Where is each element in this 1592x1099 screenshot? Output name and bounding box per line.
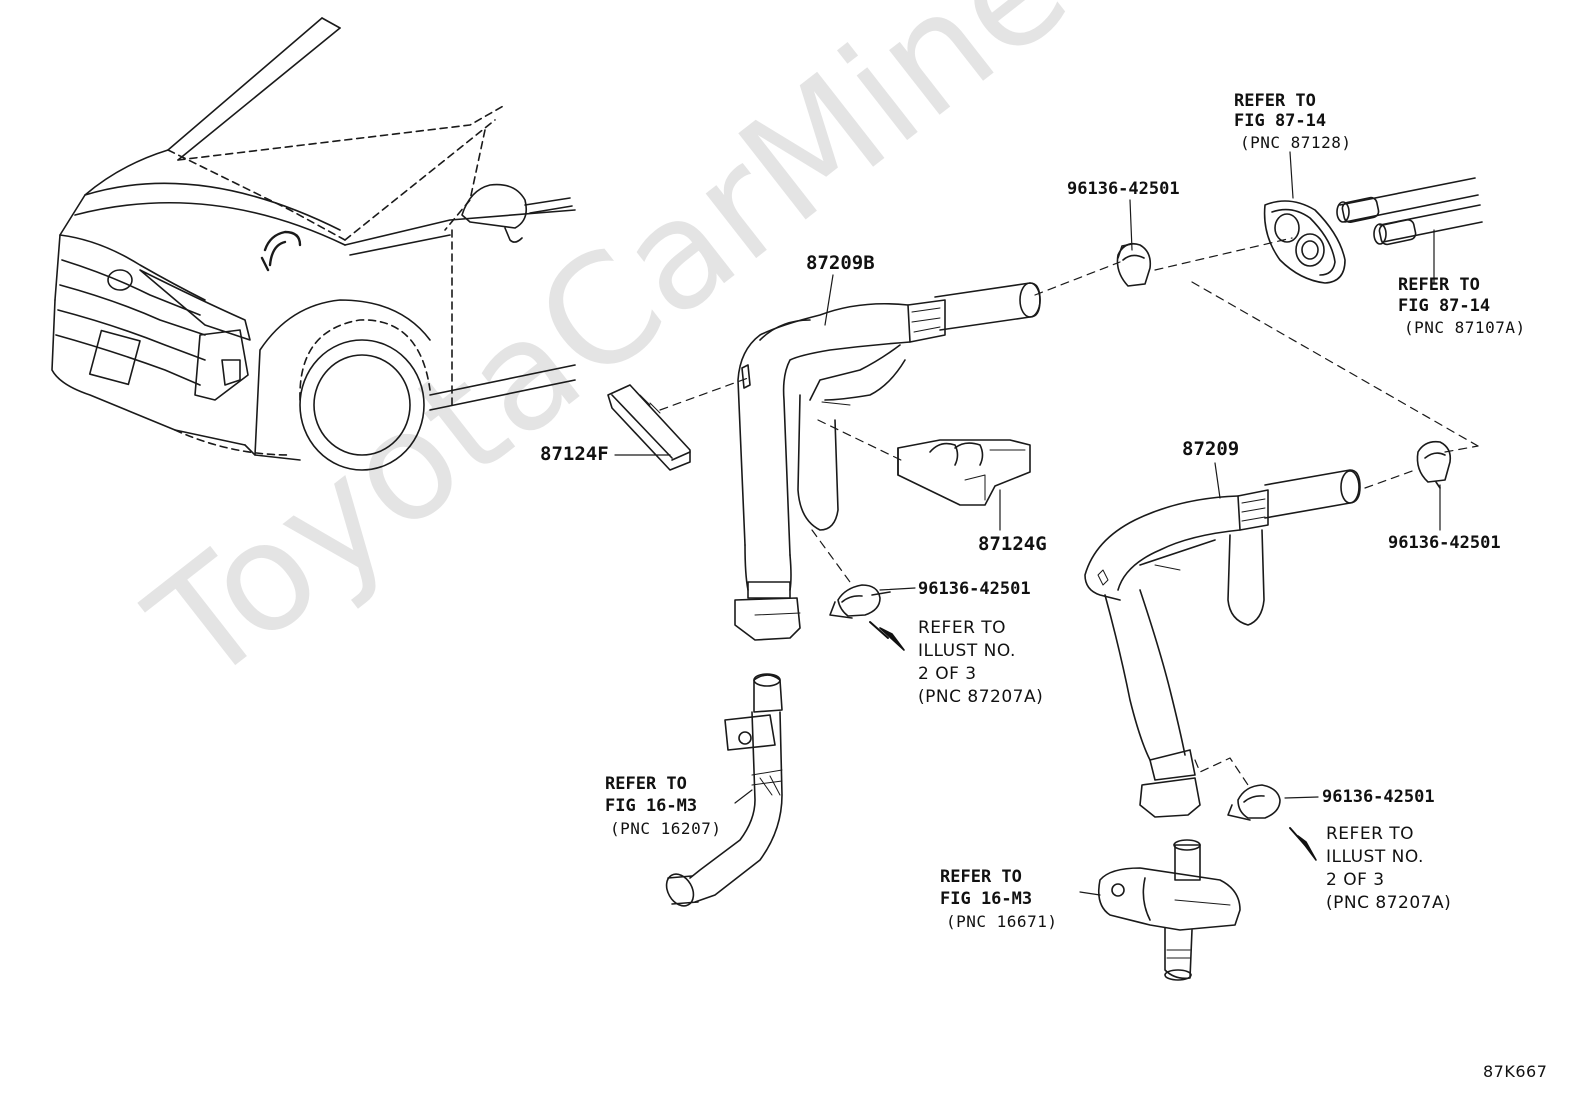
hose-87209 — [1084, 469, 1361, 818]
label-87209b: 87209B — [806, 252, 875, 274]
water-pump-16671 — [1097, 839, 1241, 981]
ref-fig16-pump-line2: FIG 16-M3 — [940, 889, 1033, 909]
label-leaders — [614, 151, 1441, 896]
ref-fig8714-top-line1: REFER TO — [1234, 91, 1316, 111]
ref-fig8714-right-pnc: (PNC 87107A) — [1404, 318, 1526, 337]
clip-87124g — [897, 439, 1031, 506]
ref-fig8714-right-line2: FIG 87-14 — [1398, 296, 1491, 316]
arrows — [869, 621, 1317, 861]
ref-illust-right-line1: REFER TO — [1326, 824, 1415, 844]
ref-fig16-hose-pnc: (PNC 16207) — [610, 819, 722, 838]
ref-fig16-hose-line1: REFER TO — [605, 774, 687, 794]
clamp-low — [1227, 784, 1281, 821]
vehicle-front-illustration — [51, 17, 576, 471]
clamp-right — [1416, 440, 1452, 489]
hose-87209b — [734, 282, 1041, 641]
label-87124g: 87124G — [978, 533, 1047, 555]
label-clamp-low: 96136-42501 — [1322, 787, 1435, 807]
ref-illust-right-line3: 2 OF 3 — [1326, 870, 1385, 890]
ref-fig16-hose-line2: FIG 16-M3 — [605, 796, 698, 816]
pipes-87107a — [1336, 177, 1483, 246]
ref-fig8714-top-pnc: (PNC 87128) — [1240, 133, 1352, 152]
ref-fig8714-top-line2: FIG 87-14 — [1234, 111, 1327, 131]
ref-illust-left-line3: 2 OF 3 — [918, 664, 977, 684]
label-clamp-right: 96136-42501 — [1388, 533, 1501, 553]
ref-illust-left-line2: ILLUST NO. — [918, 641, 1016, 661]
engine-hose-16207 — [665, 673, 783, 907]
ref-fig16-pump-line1: REFER TO — [940, 867, 1022, 887]
ref-illust-right-line2: ILLUST NO. — [1326, 847, 1424, 867]
ref-illust-left-pnc: (PNC 87207A) — [918, 687, 1044, 707]
ref-illust-left-line1: REFER TO — [918, 618, 1007, 638]
label-87124f: 87124F — [540, 443, 609, 465]
clamp-top — [1116, 242, 1152, 287]
ref-fig16-pump-pnc: (PNC 16671) — [946, 912, 1058, 931]
figure-code: 87K667 — [1483, 1062, 1548, 1081]
label-clamp-top: 96136-42501 — [1067, 179, 1180, 199]
ref-fig8714-right-line1: REFER TO — [1398, 275, 1480, 295]
ref-illust-right-pnc: (PNC 87207A) — [1326, 893, 1452, 913]
clip-87124f — [607, 384, 691, 471]
assembly-leader-lines — [659, 237, 1479, 789]
label-clamp-mid: 96136-42501 — [918, 579, 1031, 599]
grommet-87128 — [1263, 200, 1346, 284]
clamp-mid — [829, 584, 891, 619]
label-87209: 87209 — [1182, 438, 1240, 460]
